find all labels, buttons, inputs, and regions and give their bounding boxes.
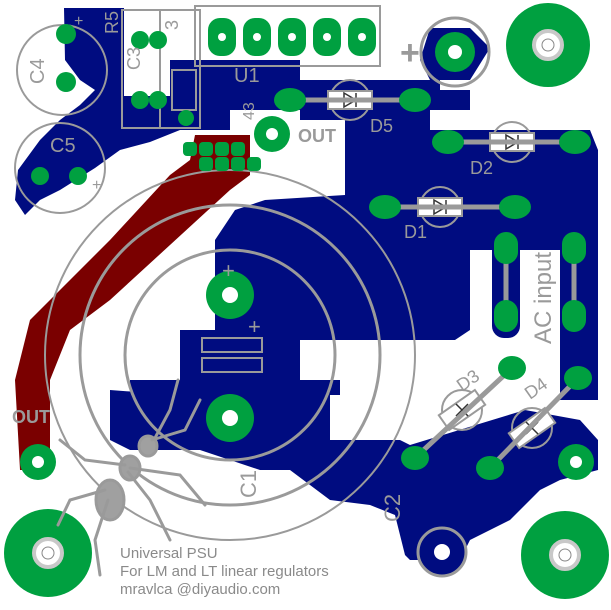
label-d5: D5 bbox=[370, 116, 393, 136]
d1-pad-b bbox=[499, 195, 531, 219]
ant-logo-icon bbox=[56, 378, 207, 577]
label-c4: C4 bbox=[27, 58, 49, 84]
label-out-left: OUT bbox=[12, 407, 50, 427]
c5-pad-a bbox=[31, 167, 49, 185]
d2-pad-a bbox=[432, 130, 464, 154]
small-cap-outline-2 bbox=[201, 357, 263, 373]
c1-plus-hole bbox=[222, 287, 238, 303]
c3-pad-b bbox=[149, 91, 167, 109]
header-pad-3 bbox=[215, 142, 229, 156]
pad-holes bbox=[32, 33, 582, 468]
label-d1: D1 bbox=[404, 222, 427, 242]
small-cap-outline bbox=[201, 337, 263, 353]
label-d2: D2 bbox=[470, 158, 493, 178]
copper-top-layer bbox=[15, 135, 250, 470]
label-c1: C1 bbox=[236, 470, 261, 498]
plus-top-hole bbox=[448, 45, 462, 59]
c1-outline-outer bbox=[44, 169, 416, 541]
copper-top-diagonal-trace bbox=[15, 135, 250, 470]
label-ac-input: AC input bbox=[530, 252, 557, 344]
label-pin43: 43 bbox=[241, 102, 258, 120]
header-pad-7 bbox=[231, 157, 245, 171]
u1-hole-5 bbox=[358, 33, 366, 41]
r5-pad-a bbox=[131, 31, 149, 49]
u1-hole-3 bbox=[288, 33, 296, 41]
header-pad-8 bbox=[247, 157, 261, 171]
mounting-hole-icon bbox=[4, 509, 92, 597]
c2-mounting-hole-icon bbox=[416, 526, 468, 578]
label-c5: C5 bbox=[50, 135, 76, 157]
c3-outline bbox=[159, 9, 201, 129]
d3-pad-a bbox=[401, 446, 429, 470]
label-c3: C3 bbox=[124, 47, 144, 70]
plus-top-ring-icon bbox=[419, 16, 491, 88]
label-pin3: 3 bbox=[162, 20, 182, 30]
credit-line-2: For LM and LT linear regulators bbox=[120, 563, 329, 580]
label-plus-top: + bbox=[400, 34, 420, 72]
label-c5-plus: + bbox=[92, 177, 101, 194]
label-out-top: OUT bbox=[298, 126, 336, 146]
c3-pad-a bbox=[149, 31, 167, 49]
c1-outline-inner bbox=[123, 248, 337, 462]
u1-hole-4 bbox=[323, 33, 331, 41]
header-pad-6 bbox=[215, 157, 229, 171]
header-pad-4 bbox=[231, 142, 245, 156]
credit-line-1: Universal PSU bbox=[120, 545, 218, 562]
u1-hole-2 bbox=[253, 33, 261, 41]
d3-lead bbox=[412, 365, 515, 461]
c5-pad-b bbox=[69, 167, 87, 185]
u1-outline bbox=[194, 5, 381, 67]
d5-pad-a bbox=[274, 88, 306, 112]
d1-pad-a bbox=[369, 195, 401, 219]
mounting-hole-icon bbox=[506, 3, 590, 87]
d4-outline bbox=[511, 407, 553, 449]
c1-outline-mid bbox=[78, 203, 382, 507]
label-u1: U1 bbox=[234, 65, 260, 87]
out-top-hole bbox=[266, 128, 278, 140]
small-pad-a bbox=[178, 110, 194, 126]
label-c2: C2 bbox=[380, 494, 405, 522]
c1-minus-hole bbox=[222, 410, 238, 426]
ac-pad-right-bottom bbox=[562, 300, 586, 332]
label-c1-plus: + bbox=[222, 258, 235, 283]
label-d4: D4 bbox=[521, 374, 551, 404]
d4-lead bbox=[487, 375, 581, 471]
d5-pad-b bbox=[399, 88, 431, 112]
ac-pad-right-top bbox=[562, 232, 586, 264]
label-small-plus: + bbox=[248, 314, 261, 339]
label-r5: R5 bbox=[102, 11, 122, 34]
c5-outline bbox=[14, 122, 106, 214]
ac-pad-left-top bbox=[494, 232, 518, 264]
out-left-hole bbox=[32, 456, 44, 468]
c4-pad-a bbox=[56, 24, 76, 44]
d4-pad-a bbox=[476, 456, 504, 480]
header-pad-1 bbox=[183, 142, 197, 156]
copper-pour-right bbox=[130, 95, 598, 400]
u1-hole-1 bbox=[218, 33, 226, 41]
mounting-holes bbox=[4, 3, 609, 599]
copper-pour-top-left bbox=[15, 8, 300, 215]
label-c4-plus: + bbox=[74, 13, 83, 30]
r5-pad-b bbox=[131, 91, 149, 109]
d3-outline bbox=[441, 389, 483, 431]
ac-pad-left-bottom bbox=[494, 300, 518, 332]
mounting-hole-icon bbox=[521, 511, 609, 599]
header-pad-2 bbox=[199, 142, 213, 156]
d2-pad-b bbox=[559, 130, 591, 154]
small-diode-box bbox=[171, 69, 197, 111]
credit-line-3: mravlca @diyaudio.com bbox=[120, 581, 280, 598]
header-pad-5 bbox=[199, 157, 213, 171]
c2-hole bbox=[570, 456, 582, 468]
d4-pad-b bbox=[564, 366, 592, 390]
c4-pad-b bbox=[56, 72, 76, 92]
d3-pad-b bbox=[498, 356, 526, 380]
